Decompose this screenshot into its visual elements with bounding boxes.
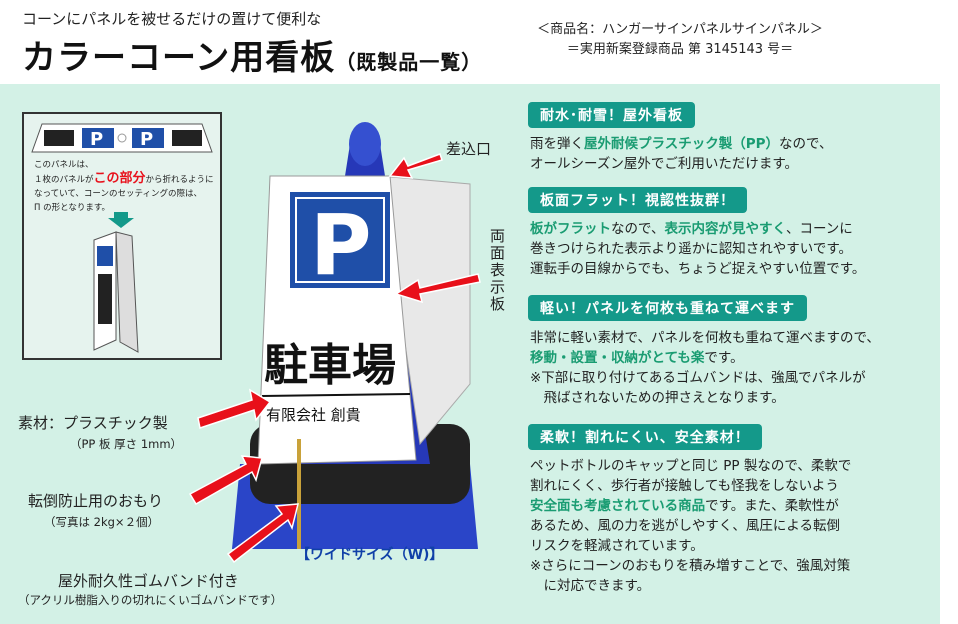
sign-panel: P 駐車場 有限会社 創貴 [257, 175, 417, 465]
text: です。 [704, 350, 744, 366]
section-body-flat: 板がフラットなので、表示内容が見やすく、コーンに 巻きつけられた表示より遥かに認… [530, 219, 930, 279]
label-material: 素材：プラスチック製 [18, 414, 168, 432]
label-band: 屋外耐久性ゴムバンド付き [58, 572, 239, 590]
size-label: 【ワイドサイズ（W)】 [296, 547, 444, 563]
fold-text-2c: から折れるように [145, 175, 214, 185]
text: 非常に軽い素材で、パネルを何枚も重ねて運べますので、 [530, 330, 880, 346]
parking-p-letter: P [310, 196, 372, 294]
fold-text-3: なっていて、コーンのセッティングの際は、 [34, 189, 202, 199]
header: コーンにパネルを被せるだけの置けて便利な カラーコーン用看板（既製品一覧） ＜商… [0, 0, 958, 84]
text: リスクを軽減されています。 [530, 538, 704, 554]
label-insert: 差込口 [446, 140, 492, 158]
label-weight: 転倒防止用のおもり [28, 492, 164, 510]
label-weight-note: （写真は 2kg×２個） [44, 515, 160, 529]
highlight: 移動・設置・収納がとても楽 [530, 350, 705, 366]
fold-text-4: Π の形となります。 [34, 203, 110, 213]
text: 運転手の目線からでも、ちょうど捉えやすい位置です。 [530, 261, 866, 277]
product-illustration: P 駐車場 有限会社 創貴 [188, 122, 481, 564]
arrow-panel-icon [394, 273, 481, 304]
text: ペットボトルのキャップと同じ PP 製なので、柔軟で [530, 458, 852, 474]
label-double-sided: 両面表示板 [490, 227, 506, 313]
page-title: カラーコーン用看板（既製品一覧） [22, 30, 482, 79]
text: 、コーンに [785, 221, 853, 237]
text: なので、 [779, 136, 833, 152]
section-body-waterproof: 雨を弾く屋外耐候プラスチック製（PP）なので、 オールシーズン屋外でご利用いただ… [530, 134, 930, 174]
rubber-band [297, 439, 301, 549]
section-body-flexible: ペットボトルのキャップと同じ PP 製なので、柔軟で 割れにくく、歩行者が接触し… [530, 456, 930, 596]
arrow-insert-icon [388, 153, 443, 179]
text: 雨を弾く [530, 136, 584, 152]
arrow-material-icon [197, 388, 272, 429]
section-body-light: 非常に軽い素材で、パネルを何枚も重ねて運べますので、 移動・設置・収納がとても楽… [530, 328, 930, 408]
highlight: 安全面も考慮されている商品 [530, 498, 706, 514]
label-material-note: （PP 板 厚さ 1mm） [70, 437, 183, 451]
section-heading-light: 軽い！パネルを何枚も重ねて運べます [528, 295, 807, 321]
text: 割れにくく、歩行者が接触しても怪我をしないよう [530, 478, 839, 494]
text: です。また、柔軟性が [705, 498, 839, 514]
sign-company: 有限会社 創貴 [266, 406, 361, 424]
registration-number: ＝実用新案登録商品 第 3145143 号＝ [566, 42, 794, 57]
text: ※下部に取り付けてあるゴムバンドは、強風でパネルが [530, 370, 866, 386]
arrow-weight-icon [188, 455, 263, 506]
text: ※さらにコーンのおもりを積み増すことで、強風対策 [530, 558, 851, 574]
text: 巻きつけられた表示より遥かに認知されやすいです。 [530, 241, 852, 257]
fold-text-1: このパネルは、 [34, 160, 94, 170]
fold-explanation: このパネルは、 １枚のパネルがこの部分から折れるように なっていて、コーンのセッ… [34, 158, 219, 215]
title-suffix: （既製品一覧） [335, 50, 483, 74]
panel-fold-illustration: P P このパネルは、 １枚のパネルがこの部分から折れるように なっていて、コー… [22, 112, 222, 360]
arrow-band-icon [226, 503, 299, 564]
section-heading-flexible: 柔軟！割れにくい、安全素材！ [528, 424, 762, 450]
highlight: 表示内容が見やすく [664, 221, 786, 237]
product-name: ＜商品名：ハンガーサインパネルサインパネル＞ ＝実用新案登録商品 第 314514… [530, 20, 830, 60]
svg-text:P: P [140, 129, 153, 150]
highlight: 屋外耐候プラスチック製（PP） [584, 136, 780, 152]
section-heading-flat: 板面フラット！視認性抜群！ [528, 187, 747, 213]
highlight: 板がフラット [530, 221, 611, 237]
subtitle: コーンにパネルを被せるだけの置けて便利な [22, 10, 322, 28]
fold-text-highlight: この部分 [93, 171, 146, 186]
folded-panel-image: P P [31, 123, 213, 353]
text: あるため、風の力を逃がしやすく、風圧による転倒 [530, 518, 840, 534]
sign-main-text: 駐車場 [264, 340, 396, 391]
product-name-text: ＜商品名：ハンガーサインパネルサインパネル＞ [537, 22, 823, 37]
svg-text:P: P [90, 129, 103, 150]
label-band-note: （アクリル樹脂入りの切れにくいゴムバンドです） [18, 593, 283, 607]
text: なので、 [611, 221, 665, 237]
text: に対応できます。 [530, 578, 651, 594]
section-heading-waterproof: 耐水･耐雪！屋外看板 [528, 102, 695, 128]
text: 飛ばされないための押さえとなります。 [530, 390, 785, 406]
arrows [188, 153, 481, 564]
title-main: カラーコーン用看板 [22, 38, 336, 78]
fold-text-2a: １枚のパネルが [34, 175, 94, 185]
text: オールシーズン屋外でご利用いただけます。 [530, 156, 798, 172]
